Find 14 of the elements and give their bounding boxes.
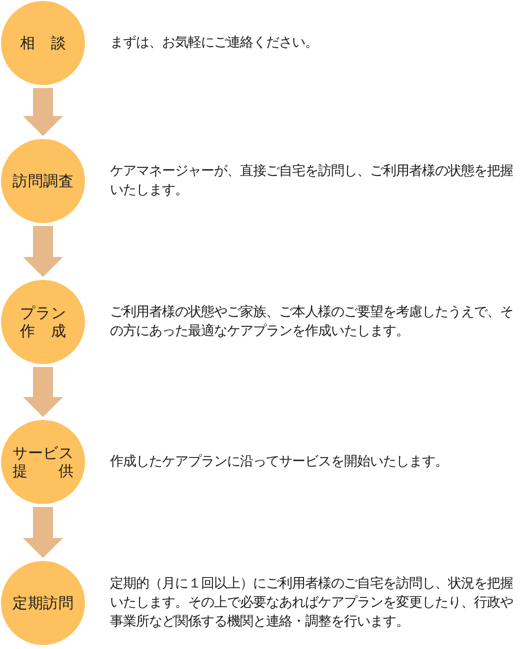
step-label: プラン作成 [20,304,66,340]
step-label: 訪問調査 [12,172,74,190]
step-label: サービス提供 [12,444,74,480]
flow-arrow [23,507,63,558]
flow-arrow [23,226,63,277]
step-description: ご利用者様の状態やご家族、ご本人様のご要望を考慮したうえで、その方にあった最適なケアプランを作成いたします。 [110,304,514,341]
step-description: 作成したケアプランに沿ってサービスを開始いたします。 [110,453,449,472]
step-description: まずは、お気軽にご連絡ください。 [110,34,319,52]
flow-arrow [23,367,63,417]
step-description: ケアマネージャーが、直接ご自宅を訪問し、ご利用者様の状態を把握いたします。 [110,162,514,200]
step-description: 定期的（月に１回以上）にご利用者様のご自宅を訪問し、状況を把握いたします。その上で必要なあればケアプランを変更したり、行政や事業所など関係する機関と連絡・調整を行います。 [110,575,514,632]
flow-arrow [23,88,63,136]
step-label: 定期訪問 [12,594,74,612]
step-label: 相談 [20,34,66,52]
